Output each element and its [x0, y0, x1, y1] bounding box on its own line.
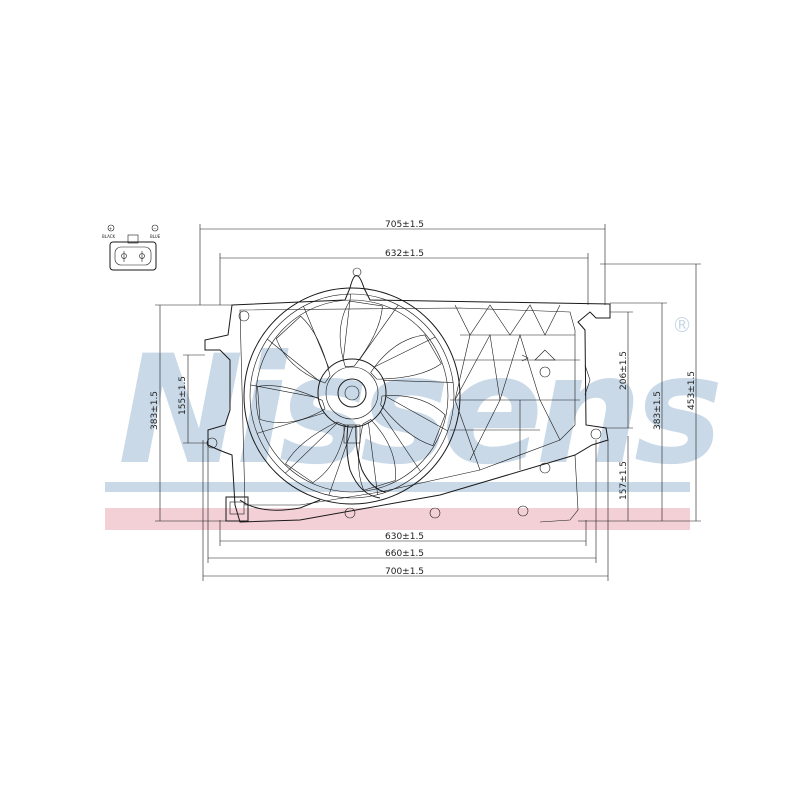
fan-blade [370, 334, 442, 380]
fan-guard-spoke [383, 379, 454, 383]
dim-height-left-outer: 383±1.5 [150, 391, 160, 430]
fan-motor-housing [317, 358, 387, 428]
fan [225, 287, 461, 522]
fan-guard-spoke [328, 426, 353, 496]
watermark-brand: Nissens [118, 324, 719, 498]
fan-guard-spoke [285, 423, 338, 474]
dim-width-bottom-outer: 700±1.5 [385, 567, 424, 577]
pin-left-label: BLACK [102, 234, 116, 239]
fan-guard-spoke [257, 412, 325, 434]
fan-blade [380, 395, 446, 447]
shroud-frame [204, 267, 611, 523]
dim-width-bottom-mid: 660±1.5 [385, 549, 424, 559]
fan-hub [337, 378, 367, 408]
fan-guard-spoke [250, 384, 319, 399]
fan-guard-spoke [342, 293, 352, 361]
watermark-red-bar [105, 508, 690, 530]
fan-guard-spoke [380, 411, 421, 472]
dim-height-right-upper: 206±1.5 [619, 351, 629, 390]
fan-blade [339, 300, 383, 368]
fan-guard-spoke [359, 304, 399, 360]
pin-right-label: BLUE [150, 234, 161, 239]
dim-width-bottom-inner: 630±1.5 [385, 532, 424, 542]
connector-pinout: + − BLACK BLUE [102, 224, 161, 271]
fan-guard-spoke [385, 396, 448, 432]
dim-height-left-inner: 155±1.5 [178, 376, 188, 415]
pin-plus-symbol: + [109, 226, 112, 231]
dim-height-right-mid: 383±1.5 [653, 391, 663, 430]
pin-minus-symbol: − [153, 226, 156, 231]
dimension-lines: 705±1.5 632±1.5 630±1.5 660±1.5 700±1.5 … [150, 220, 701, 581]
dim-width-top-inner: 632±1.5 [385, 249, 424, 259]
watermark-registered-mark: ® [672, 313, 692, 337]
watermark: Nissens ® [105, 313, 727, 530]
connector-body [109, 241, 157, 271]
dim-width-top-outer: 705±1.5 [385, 220, 424, 230]
fan-guard-spoke [373, 336, 436, 368]
fan-guard-spoke [368, 422, 378, 495]
fan-ring-outer [243, 287, 461, 505]
dim-height-right-lower: 157±1.5 [619, 461, 629, 500]
dim-height-right-outer: 453±1.5 [687, 371, 697, 410]
fan-blade [285, 421, 346, 483]
fan-guard-spoke [303, 306, 330, 369]
fan-guard-spoke [267, 338, 321, 382]
